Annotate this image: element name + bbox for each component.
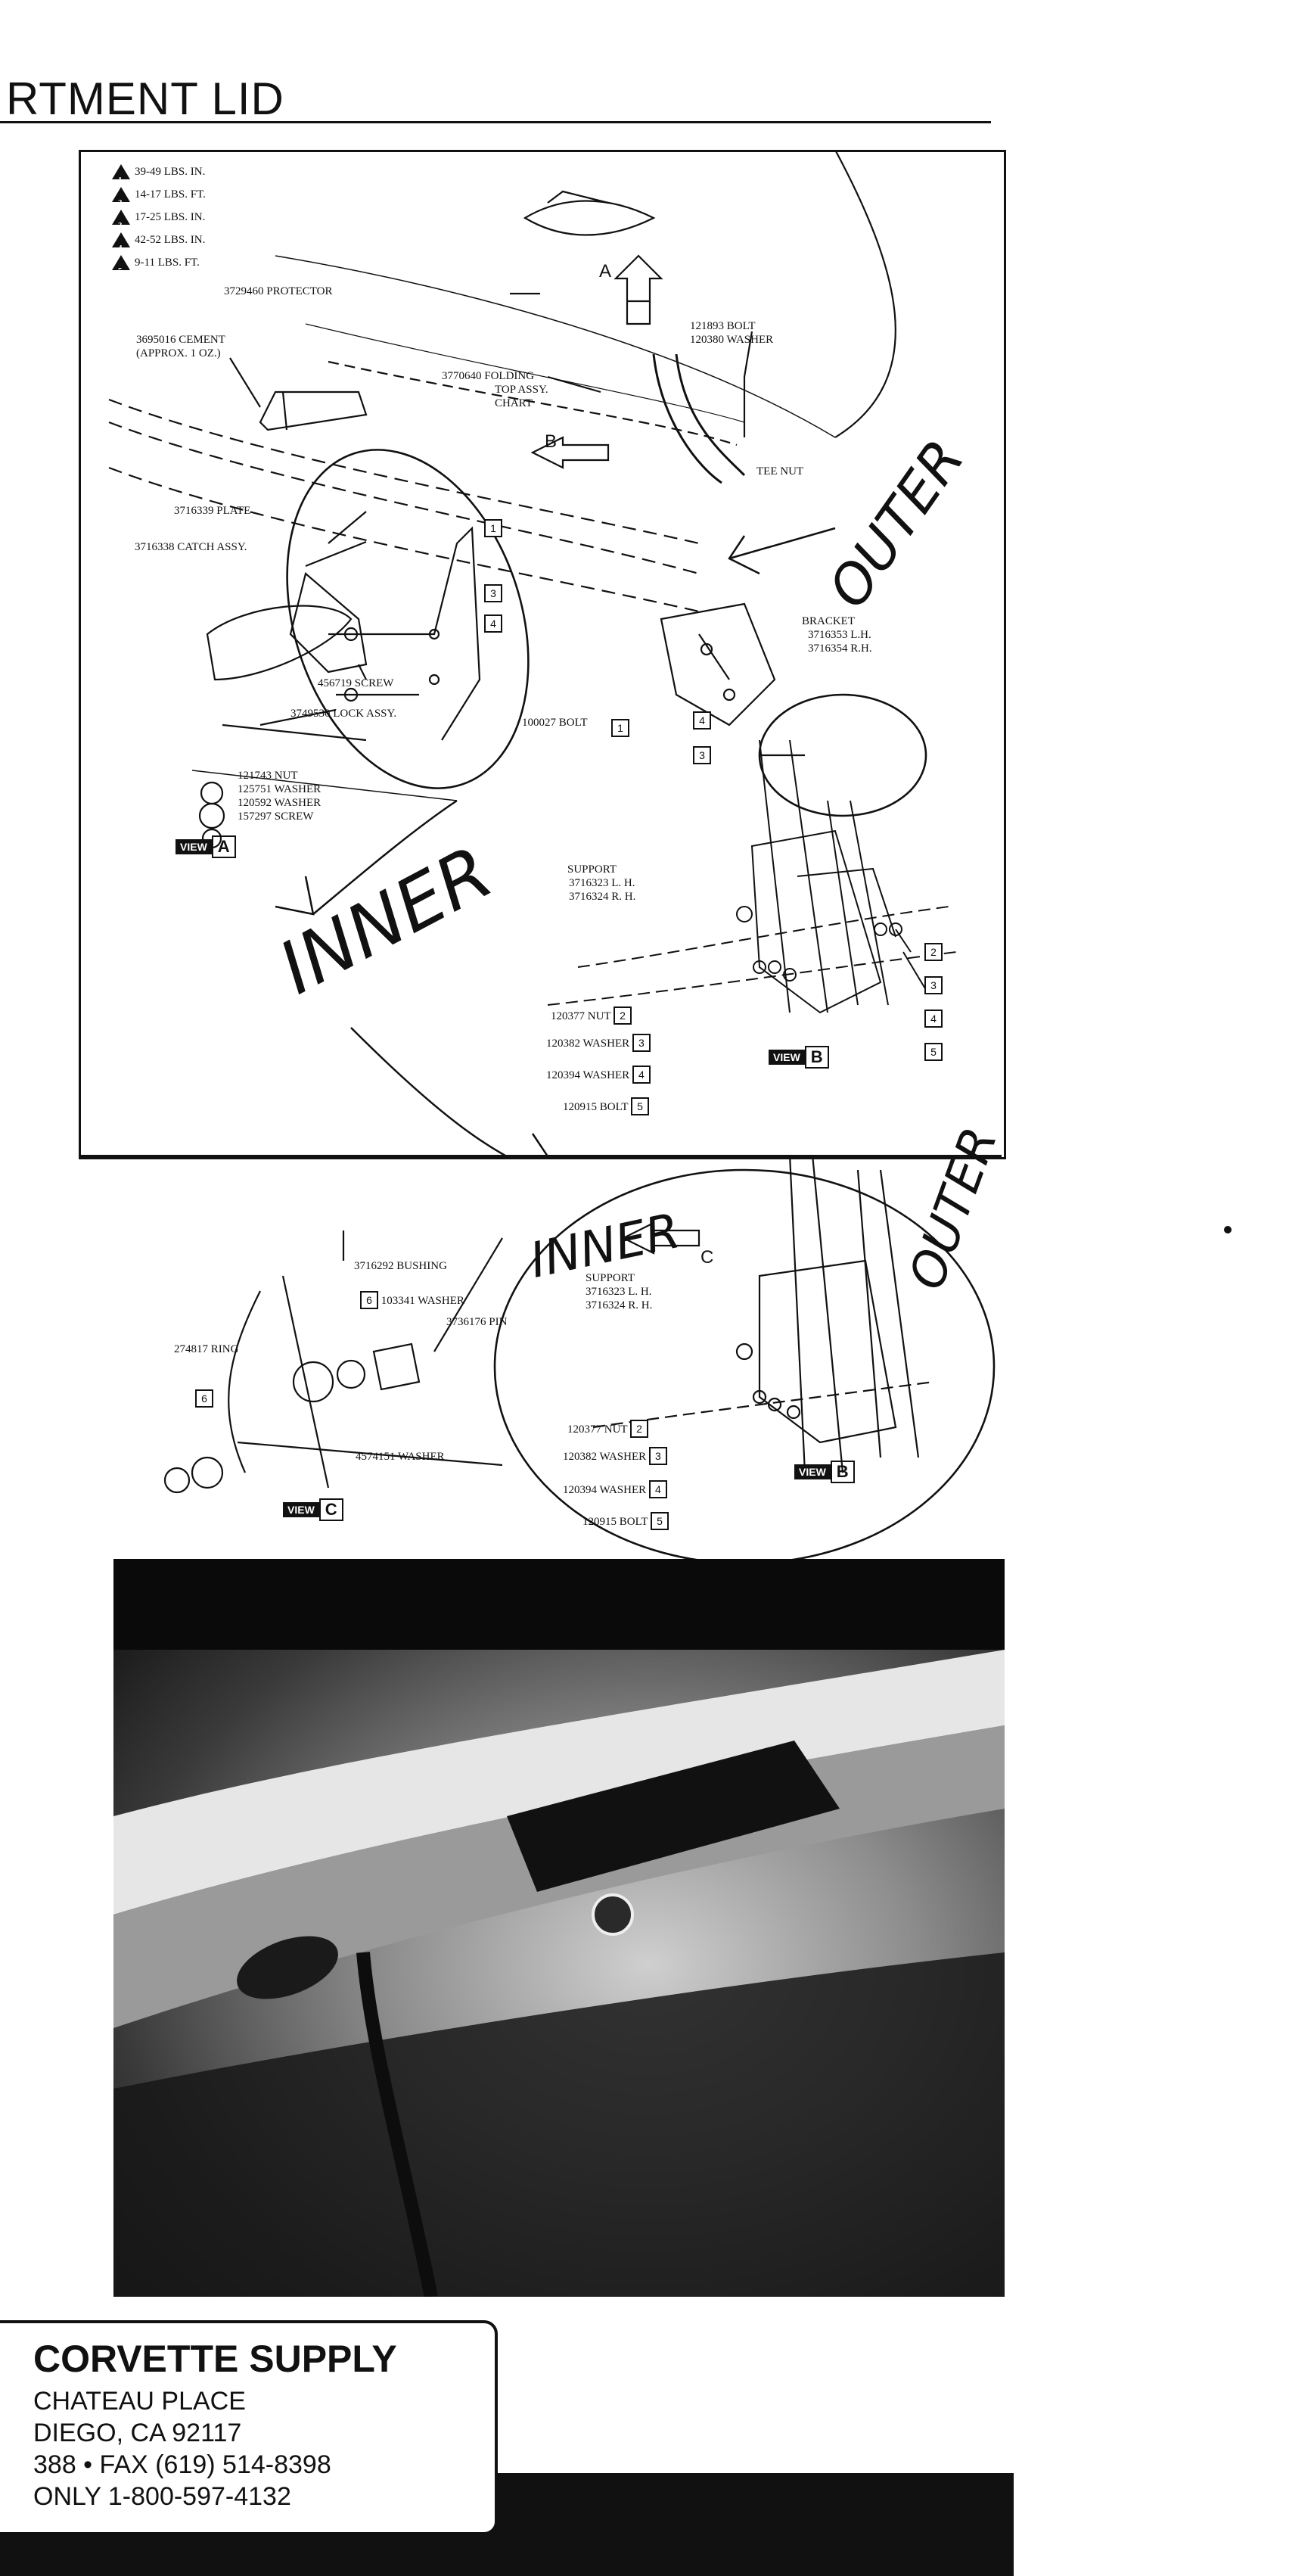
torque-marker-icon: 4: [112, 232, 130, 253]
label-support-copy: SUPPORT: [586, 1272, 635, 1284]
photo-shapes: [113, 1559, 1005, 2297]
page-title: RTMENT LID: [6, 73, 284, 124]
callout-box-6: 6: [195, 1389, 213, 1408]
label-ring: 274817 RING: [174, 1343, 239, 1355]
label-lock-assy: 3749530 LOCK ASSY.: [290, 708, 397, 720]
torque-marker-icon: 1: [112, 164, 130, 185]
label-support: SUPPORT: [567, 863, 617, 876]
stray-dot: [1224, 1226, 1232, 1234]
dealer-city: DIEGO, CA 92117: [33, 2419, 242, 2447]
label-tee-nut: TEE NUT: [756, 465, 804, 478]
diagram-panel-view-c: [79, 1155, 1002, 1566]
callout-box-4: 4: [484, 614, 502, 633]
label-screw-456719: 456719 SCREW: [318, 677, 394, 689]
label-support-rh-copy: 3716324 R. H.: [586, 1299, 653, 1311]
label-catch-assy: 3716338 CATCH ASSY.: [135, 541, 247, 553]
label-washer-103341: 6 103341 WASHER: [360, 1291, 464, 1309]
diagram-panel-top: [79, 150, 1006, 1159]
label-folding-top: 3770640 FOLDING: [442, 370, 535, 382]
label-bolt-120915-copy: 120915 BOLT 5: [582, 1512, 669, 1530]
label-screw-157297: 157297 SCREW: [238, 810, 314, 823]
label-nut-120377: 120377 NUT 2: [551, 1006, 632, 1025]
label-plate: 3716339 PLATE: [174, 505, 251, 517]
label-washer-120382: 120382 WASHER 3: [546, 1034, 651, 1052]
dealer-phone-fax: 388 • FAX (619) 514-8398: [33, 2450, 331, 2479]
callout-box-4b: 4: [693, 711, 711, 730]
callout-box-5: 5: [924, 1043, 943, 1061]
label-washer-120382-copy: 120382 WASHER 3: [563, 1447, 667, 1465]
dealer-name: CORVETTE SUPPLY: [33, 2338, 397, 2380]
label-support-lh-copy: 3716323 L. H.: [586, 1286, 652, 1298]
label-bracket-rh: 3716354 R.H.: [808, 642, 872, 655]
label-bolt-121893: 121893 BOLT: [690, 320, 756, 332]
torque-marker-icon: 3: [112, 210, 130, 230]
arrow-a-label: A: [599, 261, 612, 282]
label-bushing: 3716292 BUSHING: [354, 1260, 447, 1272]
dealer-label: CORVETTE SUPPLY CHATEAU PLACE DIEGO, CA …: [0, 2320, 498, 2535]
label-support-lh: 3716323 L. H.: [569, 877, 635, 889]
label-washer-125751: 125751 WASHER: [238, 783, 322, 795]
callout-box-4c: 4: [924, 1010, 943, 1028]
label-washer-4574151: 4574151 WASHER: [356, 1451, 445, 1463]
label-bolt-100027: 100027 BOLT: [522, 717, 588, 729]
arrow-c-label: C: [700, 1247, 714, 1268]
label-washer-120394-copy: 120394 WASHER 4: [563, 1480, 667, 1498]
label-protector: 3729460 PROTECTOR: [224, 285, 333, 297]
photo-hinge-closeup: [113, 1559, 1005, 2297]
dealer-order-line: ONLY 1-800-597-4132: [33, 2482, 291, 2511]
label-support-rh: 3716324 R. H.: [569, 891, 636, 903]
label-bracket-lh: 3716353 L.H.: [808, 629, 871, 641]
arrow-b-label: B: [545, 431, 558, 452]
exploded-view-drawing: [108, 150, 957, 1155]
callout-box-3c: 3: [924, 976, 943, 994]
label-nut-120377-copy: 120377 NUT 2: [567, 1420, 649, 1438]
torque-marker-icon: 2: [112, 187, 130, 207]
callout-box-1: 1: [484, 519, 502, 537]
label-bolt-120915: 120915 BOLT 5: [563, 1097, 650, 1115]
view-c-drawing: [163, 1155, 996, 1563]
title-rule: [0, 121, 991, 123]
torque-marker-icon: 5: [112, 255, 130, 275]
label-washer-120394: 120394 WASHER 4: [546, 1066, 651, 1084]
callout-box-1b: 1: [611, 719, 629, 737]
callout-box-3b: 3: [693, 746, 711, 764]
label-nut-121743: 121743 NUT: [238, 770, 298, 782]
label-washer-120592: 120592 WASHER: [238, 797, 322, 809]
label-cement: 3695016 CEMENT: [136, 334, 225, 346]
label-washer-120380: 120380 WASHER: [690, 334, 774, 346]
label-pin: 3736176 PIN: [446, 1316, 508, 1328]
callout-box-3: 3: [484, 584, 502, 602]
label-folding-top-chart: CHART: [495, 397, 533, 409]
label-cement-qty: (APPROX. 1 OZ.): [136, 347, 221, 359]
callout-box-2: 2: [924, 943, 943, 961]
dealer-address: CHATEAU PLACE: [33, 2387, 246, 2416]
label-bracket: BRACKET: [802, 615, 856, 627]
label-folding-top-assy: TOP ASSY.: [495, 384, 548, 396]
